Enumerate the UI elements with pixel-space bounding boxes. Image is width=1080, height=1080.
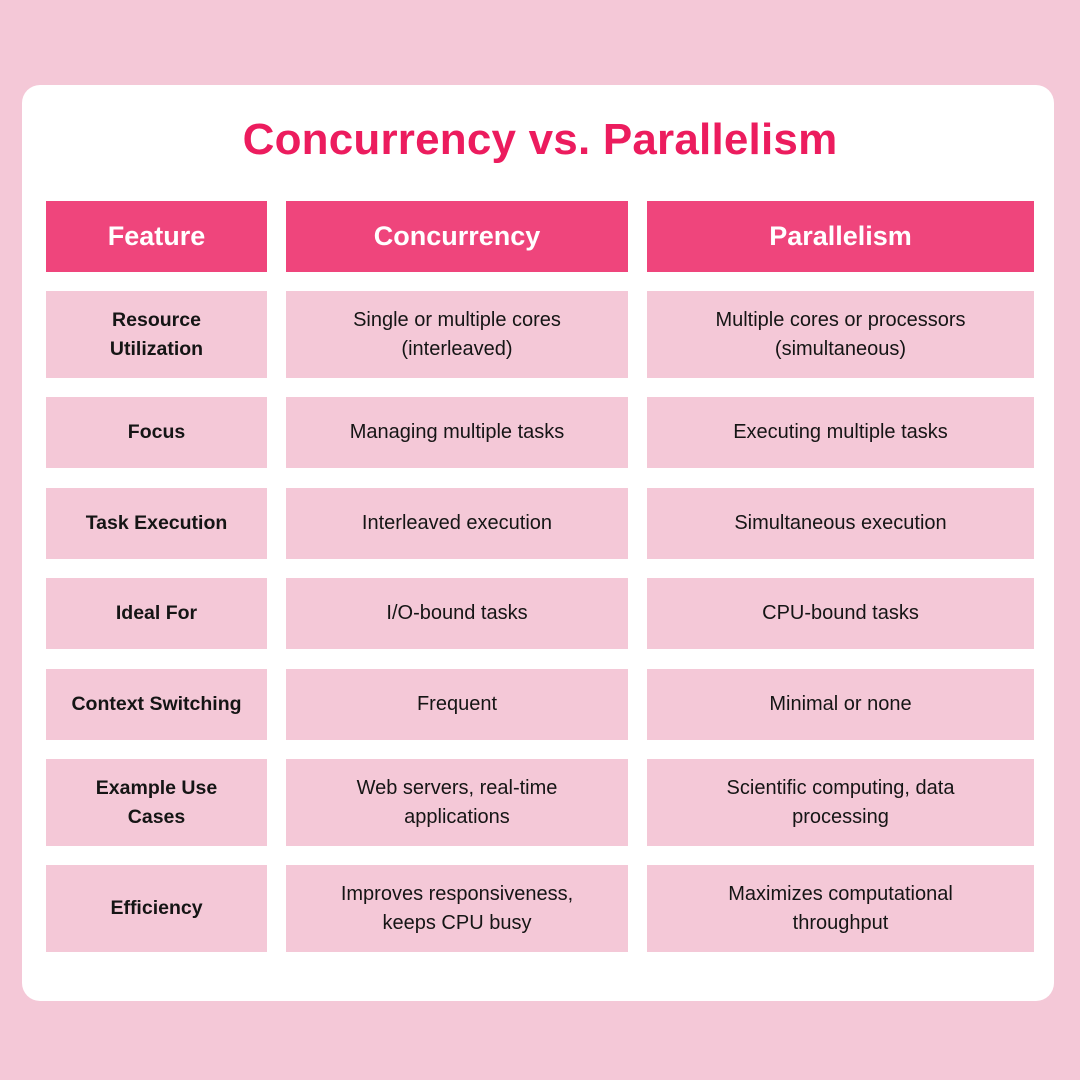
parallelism-cell: Multiple cores or processors (simultaneo… (647, 291, 1034, 378)
parallelism-cell: Minimal or none (647, 669, 1034, 740)
feature-cell: Ideal For (46, 578, 267, 649)
concurrency-cell: Single or multiple cores (interleaved) (286, 291, 628, 378)
concurrency-cell: Interleaved execution (286, 488, 628, 559)
concurrency-cell: Frequent (286, 669, 628, 740)
concurrency-cell: Improves responsiveness, keeps CPU busy (286, 865, 628, 952)
parallelism-cell: Maximizes computational throughput (647, 865, 1034, 952)
parallelism-cell: Scientific computing, data processing (647, 759, 1034, 846)
feature-cell: Example Use Cases (46, 759, 267, 846)
header-parallelism: Parallelism (647, 201, 1034, 272)
feature-cell: Efficiency (46, 865, 267, 952)
feature-cell: Focus (46, 397, 267, 468)
concurrency-cell: Managing multiple tasks (286, 397, 628, 468)
header-concurrency: Concurrency (286, 201, 628, 272)
page-title: Concurrency vs. Parallelism (242, 115, 838, 164)
feature-cell: Context Switching (46, 669, 267, 740)
concurrency-cell: Web servers, real-time applications (286, 759, 628, 846)
feature-cell: Resource Utilization (46, 291, 267, 378)
parallelism-cell: CPU-bound tasks (647, 578, 1034, 649)
feature-cell: Task Execution (46, 488, 267, 559)
concurrency-cell: I/O-bound tasks (286, 578, 628, 649)
parallelism-cell: Executing multiple tasks (647, 397, 1034, 468)
header-feature: Feature (46, 201, 267, 272)
parallelism-cell: Simultaneous execution (647, 488, 1034, 559)
